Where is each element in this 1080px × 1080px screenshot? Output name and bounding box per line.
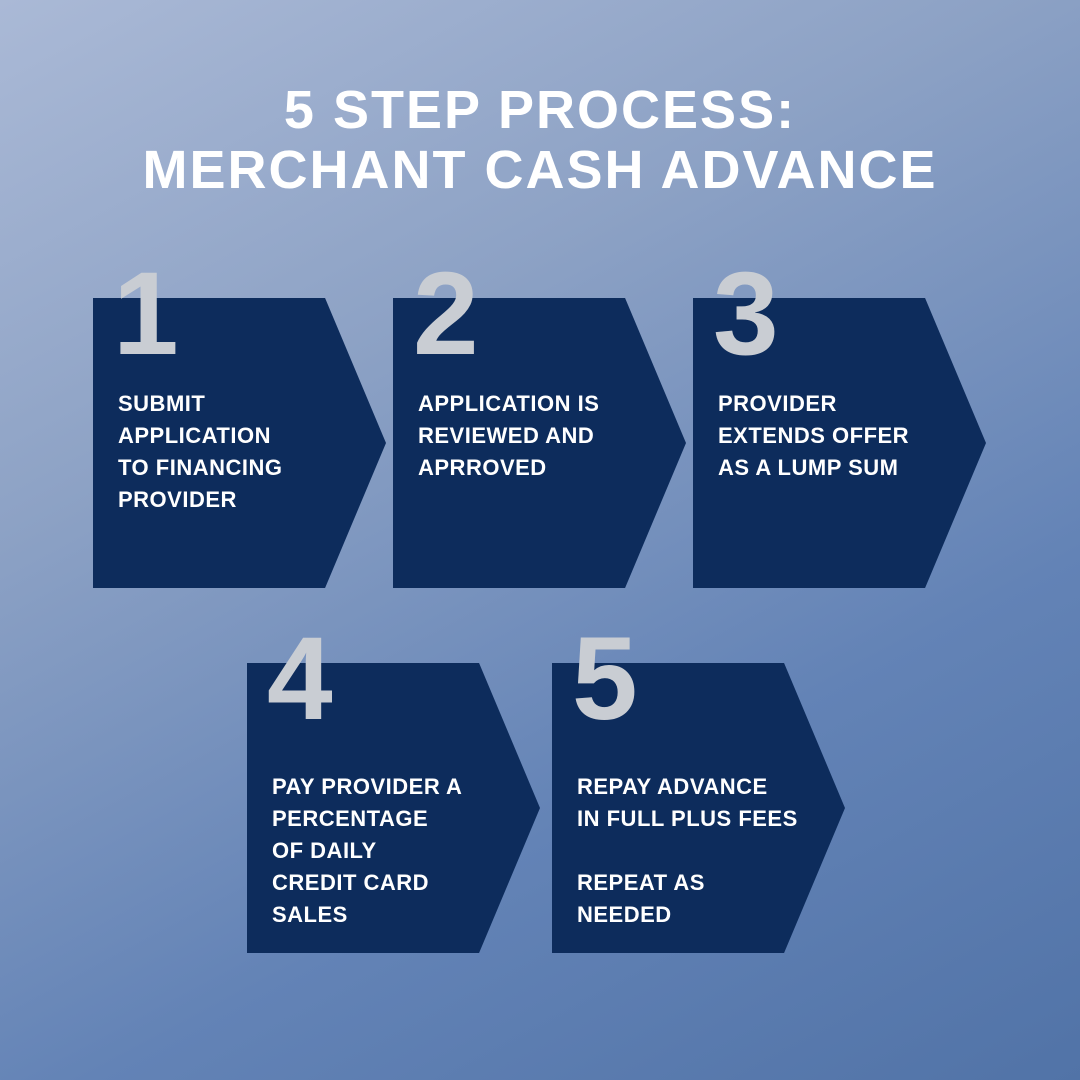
arrow-right-shape [247,663,540,953]
step-2: 2 APPLICATION IS REVIEWED AND APRROVED [393,255,686,588]
step-4-label: PAY PROVIDER A PERCENTAGE OF DAILY CREDI… [272,774,463,927]
step-3: 3 PROVIDER EXTENDS OFFER AS A LUMP SUM [693,255,986,588]
step-3-number: 3 [713,248,779,380]
step-2-number: 2 [413,248,479,380]
arrow-right-shape [552,663,845,953]
step-1: 1 SUBMIT APPLICATION TO FINANCING PROVID… [93,255,386,588]
arrow-right-shape [693,298,986,588]
step-5-number: 5 [572,613,638,745]
page-title: 5 STEP PROCESS: MERCHANT CASH ADVANCE [142,80,938,200]
step-4-number: 4 [267,613,333,745]
arrow-right-shape [93,298,386,588]
step-5-label: REPAY ADVANCE IN FULL PLUS FEES REPEAT A… [577,774,798,927]
step-2-label: APPLICATION IS REVIEWED AND APRROVED [418,391,600,480]
step-5: 5 REPAY ADVANCE IN FULL PLUS FEES REPEAT… [552,620,845,953]
step-3-label: PROVIDER EXTENDS OFFER AS A LUMP SUM [718,391,910,480]
step-1-label: SUBMIT APPLICATION TO FINANCING PROVIDER [118,391,283,512]
step-4: 4 PAY PROVIDER A PERCENTAGE OF DAILY CRE… [247,620,540,953]
step-1-number: 1 [113,248,179,380]
arrow-right-shape [393,298,686,588]
